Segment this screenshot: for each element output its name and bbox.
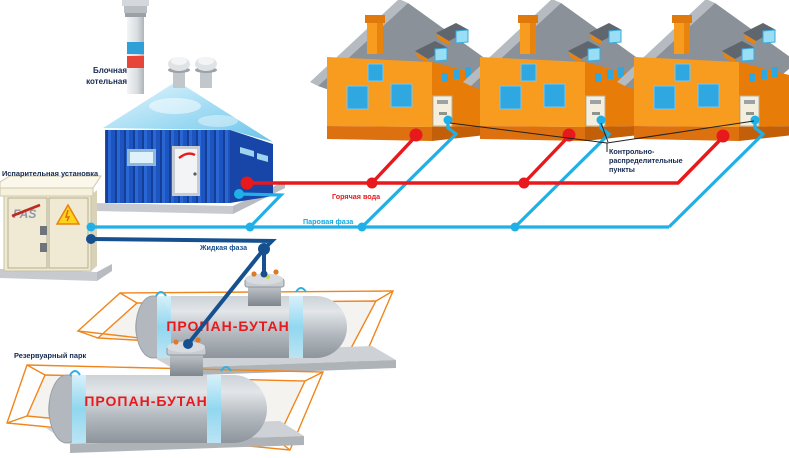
- tank-rear-label: ПРОПАН-БУТАН: [166, 318, 289, 334]
- boiler-chimney: [122, 0, 149, 94]
- roof-vent-icon: [195, 57, 217, 88]
- evaporator-platform: [0, 269, 97, 281]
- fas-logo: FAS: [13, 207, 36, 221]
- pipeline-vapor-junctions: [86, 115, 760, 232]
- boiler-window: [127, 149, 156, 166]
- control-points-label-line3: пункты: [609, 165, 635, 174]
- tank-dome-front: [166, 337, 207, 376]
- pipeline-hot-water: [247, 134, 725, 185]
- fas-logo-swoosh-icon: [11, 203, 41, 218]
- liquid-phase-label: Жидкая фаза: [199, 243, 248, 252]
- propane-tank-front: ПРОПАН-БУТАН: [48, 366, 267, 444]
- evaporator-platform: [97, 264, 112, 281]
- roof-vent-icon: [168, 57, 190, 88]
- propane-tank-rear: ПРОПАН-БУТАН: [135, 287, 347, 359]
- lifting-lug-icon: [155, 291, 167, 297]
- tank-dome-rear: [244, 269, 285, 306]
- warning-triangle-icon: [55, 203, 81, 225]
- lifting-lug-icon: [295, 287, 307, 293]
- boiler-label-line2: котельная: [86, 77, 127, 86]
- pipeline-liquid-junctions: [86, 234, 270, 349]
- boiler-house: [96, 0, 285, 214]
- lifting-lug-icon: [220, 366, 232, 372]
- boiler-door: [172, 146, 200, 196]
- control-points-label-line2: распределительные: [609, 156, 683, 165]
- tank-front-label: ПРОПАН-БУТАН: [84, 393, 207, 409]
- tank-farm: ПРОПАН-БУТАН ПР: [6, 269, 396, 453]
- evaporator-label: Испарительная установка: [2, 169, 99, 178]
- tank-farm-label: Резервуарный парк: [14, 351, 87, 360]
- boiler-front-wall: [105, 130, 230, 203]
- house-1: [309, 0, 491, 142]
- door-logo-icon: [178, 152, 196, 159]
- hot-water-label: Горячая вода: [332, 192, 381, 201]
- house-2: [462, 0, 644, 142]
- lifting-lug-icon: [69, 370, 81, 376]
- control-points-label-line1: Контрольно-: [609, 147, 655, 156]
- pipeline-hot-water-junctions: [240, 128, 730, 190]
- vapor-phase-label: Паровая фаза: [303, 217, 354, 226]
- boiler-platform: [96, 203, 233, 214]
- house-3: [616, 0, 789, 142]
- evaporator-unit: FAS: [0, 175, 112, 281]
- control-point-pointer-lines: [449, 120, 755, 152]
- boiler-label-line1: Блочная: [93, 66, 127, 75]
